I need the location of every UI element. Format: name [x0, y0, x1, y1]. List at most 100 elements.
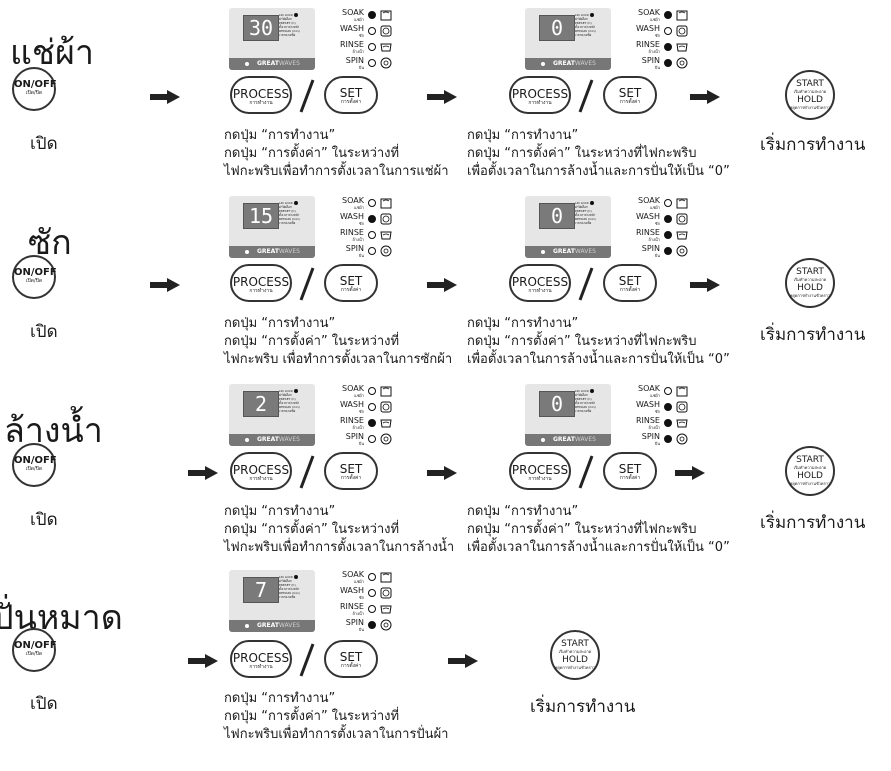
- remain-label: REMAIN (min): [575, 217, 596, 221]
- set-button-label: SET: [339, 462, 363, 476]
- preset-sublabel: ตั้งเวลาล่วงหน้า: [279, 25, 300, 29]
- hold-sublabel: หยุดการทำงานชั่วคราว: [554, 665, 596, 670]
- on-off-label: ON/OFF: [14, 79, 57, 90]
- slash-separator: [299, 643, 315, 677]
- soak-icon: [380, 572, 392, 583]
- step-sublabel: แช่ผ้า: [354, 17, 364, 22]
- step-indicator: [664, 11, 672, 19]
- step-indicator: [368, 605, 376, 613]
- start-label: START: [796, 267, 824, 277]
- on-off-caption: เปิด: [30, 134, 58, 154]
- soak-icon: [380, 10, 392, 21]
- step-indicator: [664, 215, 672, 223]
- process-button-label: PROCESS: [232, 275, 290, 289]
- step-name: WASH: [635, 400, 660, 409]
- brand-logo-suffix: WAVES: [278, 622, 300, 629]
- remain-sublabel: เวลาคงเหลือ: [575, 409, 592, 413]
- lid-lock-sublabel: ฝาปิดล็อก: [279, 579, 292, 583]
- lid-lock-dot: [293, 13, 298, 17]
- preset-sublabel: ตั้งเวลาล่วงหน้า: [575, 25, 596, 29]
- indicator-dot: [541, 62, 545, 66]
- arrow-right-icon: [690, 278, 720, 292]
- brand-logo: GREATWAVES: [257, 248, 300, 255]
- step-caption-1: กดปุ่ม “การทำงาน”กดปุ่ม “การตั้งค่า” ในร…: [224, 503, 454, 557]
- preset-label: PRESET (h): [279, 583, 296, 587]
- lid-lock-label: LID LOCK: [575, 201, 611, 205]
- step-indicator: [368, 215, 376, 223]
- remain-label: REMAIN (min): [279, 29, 300, 33]
- step-name: RINSE: [635, 228, 660, 237]
- start-sublabel: เริ่มทำความสะอาด: [793, 277, 827, 282]
- step-indicator: [664, 199, 672, 207]
- rinse-icon: [380, 231, 392, 240]
- brand-logo: GREATWAVES: [553, 436, 596, 443]
- step-name: RINSE: [339, 416, 364, 425]
- remain-label: REMAIN (min): [575, 29, 596, 33]
- step-name: SPIN: [345, 432, 364, 441]
- caption-line: กดปุ่ม “การตั้งค่า” ในระหว่างที่: [224, 522, 400, 537]
- step-indicator: [368, 435, 376, 443]
- caption-line: ไฟกะพริบเพื่อทำการตั้งเวลาในการล้างน้ำ: [224, 540, 455, 555]
- step-name: SOAK: [342, 570, 364, 579]
- step-sublabel: ซัก: [654, 409, 660, 414]
- rinse-icon: [676, 419, 688, 428]
- step-sublabel: แช่ผ้า: [354, 205, 364, 210]
- step-indicator: [664, 435, 672, 443]
- arrow-right-icon: [150, 90, 180, 104]
- lcd-display: 0: [539, 15, 575, 41]
- hold-label: HOLD: [797, 283, 823, 293]
- lid-lock-dot: [589, 13, 594, 17]
- indicator-dot: [541, 438, 545, 442]
- caption-line: เพื่อตั้งเวลาในการล้างน้ำและการปั่นให้เป…: [467, 540, 730, 555]
- brand-strip: GREATWAVES: [525, 246, 611, 258]
- step-name: WASH: [339, 400, 364, 409]
- preset-label: PRESET (h): [279, 209, 296, 213]
- step-sublabel: แช่ผ้า: [354, 579, 364, 584]
- brand-logo: GREATWAVES: [257, 622, 300, 629]
- preset-label: PRESET (h): [279, 397, 296, 401]
- preset-label: PRESET (h): [575, 209, 592, 213]
- lid-lock-sublabel: ฝาปิดล็อก: [575, 17, 588, 21]
- preset-sublabel: ตั้งเวลาล่วงหน้า: [575, 401, 596, 405]
- arrow-right-icon: [150, 278, 180, 292]
